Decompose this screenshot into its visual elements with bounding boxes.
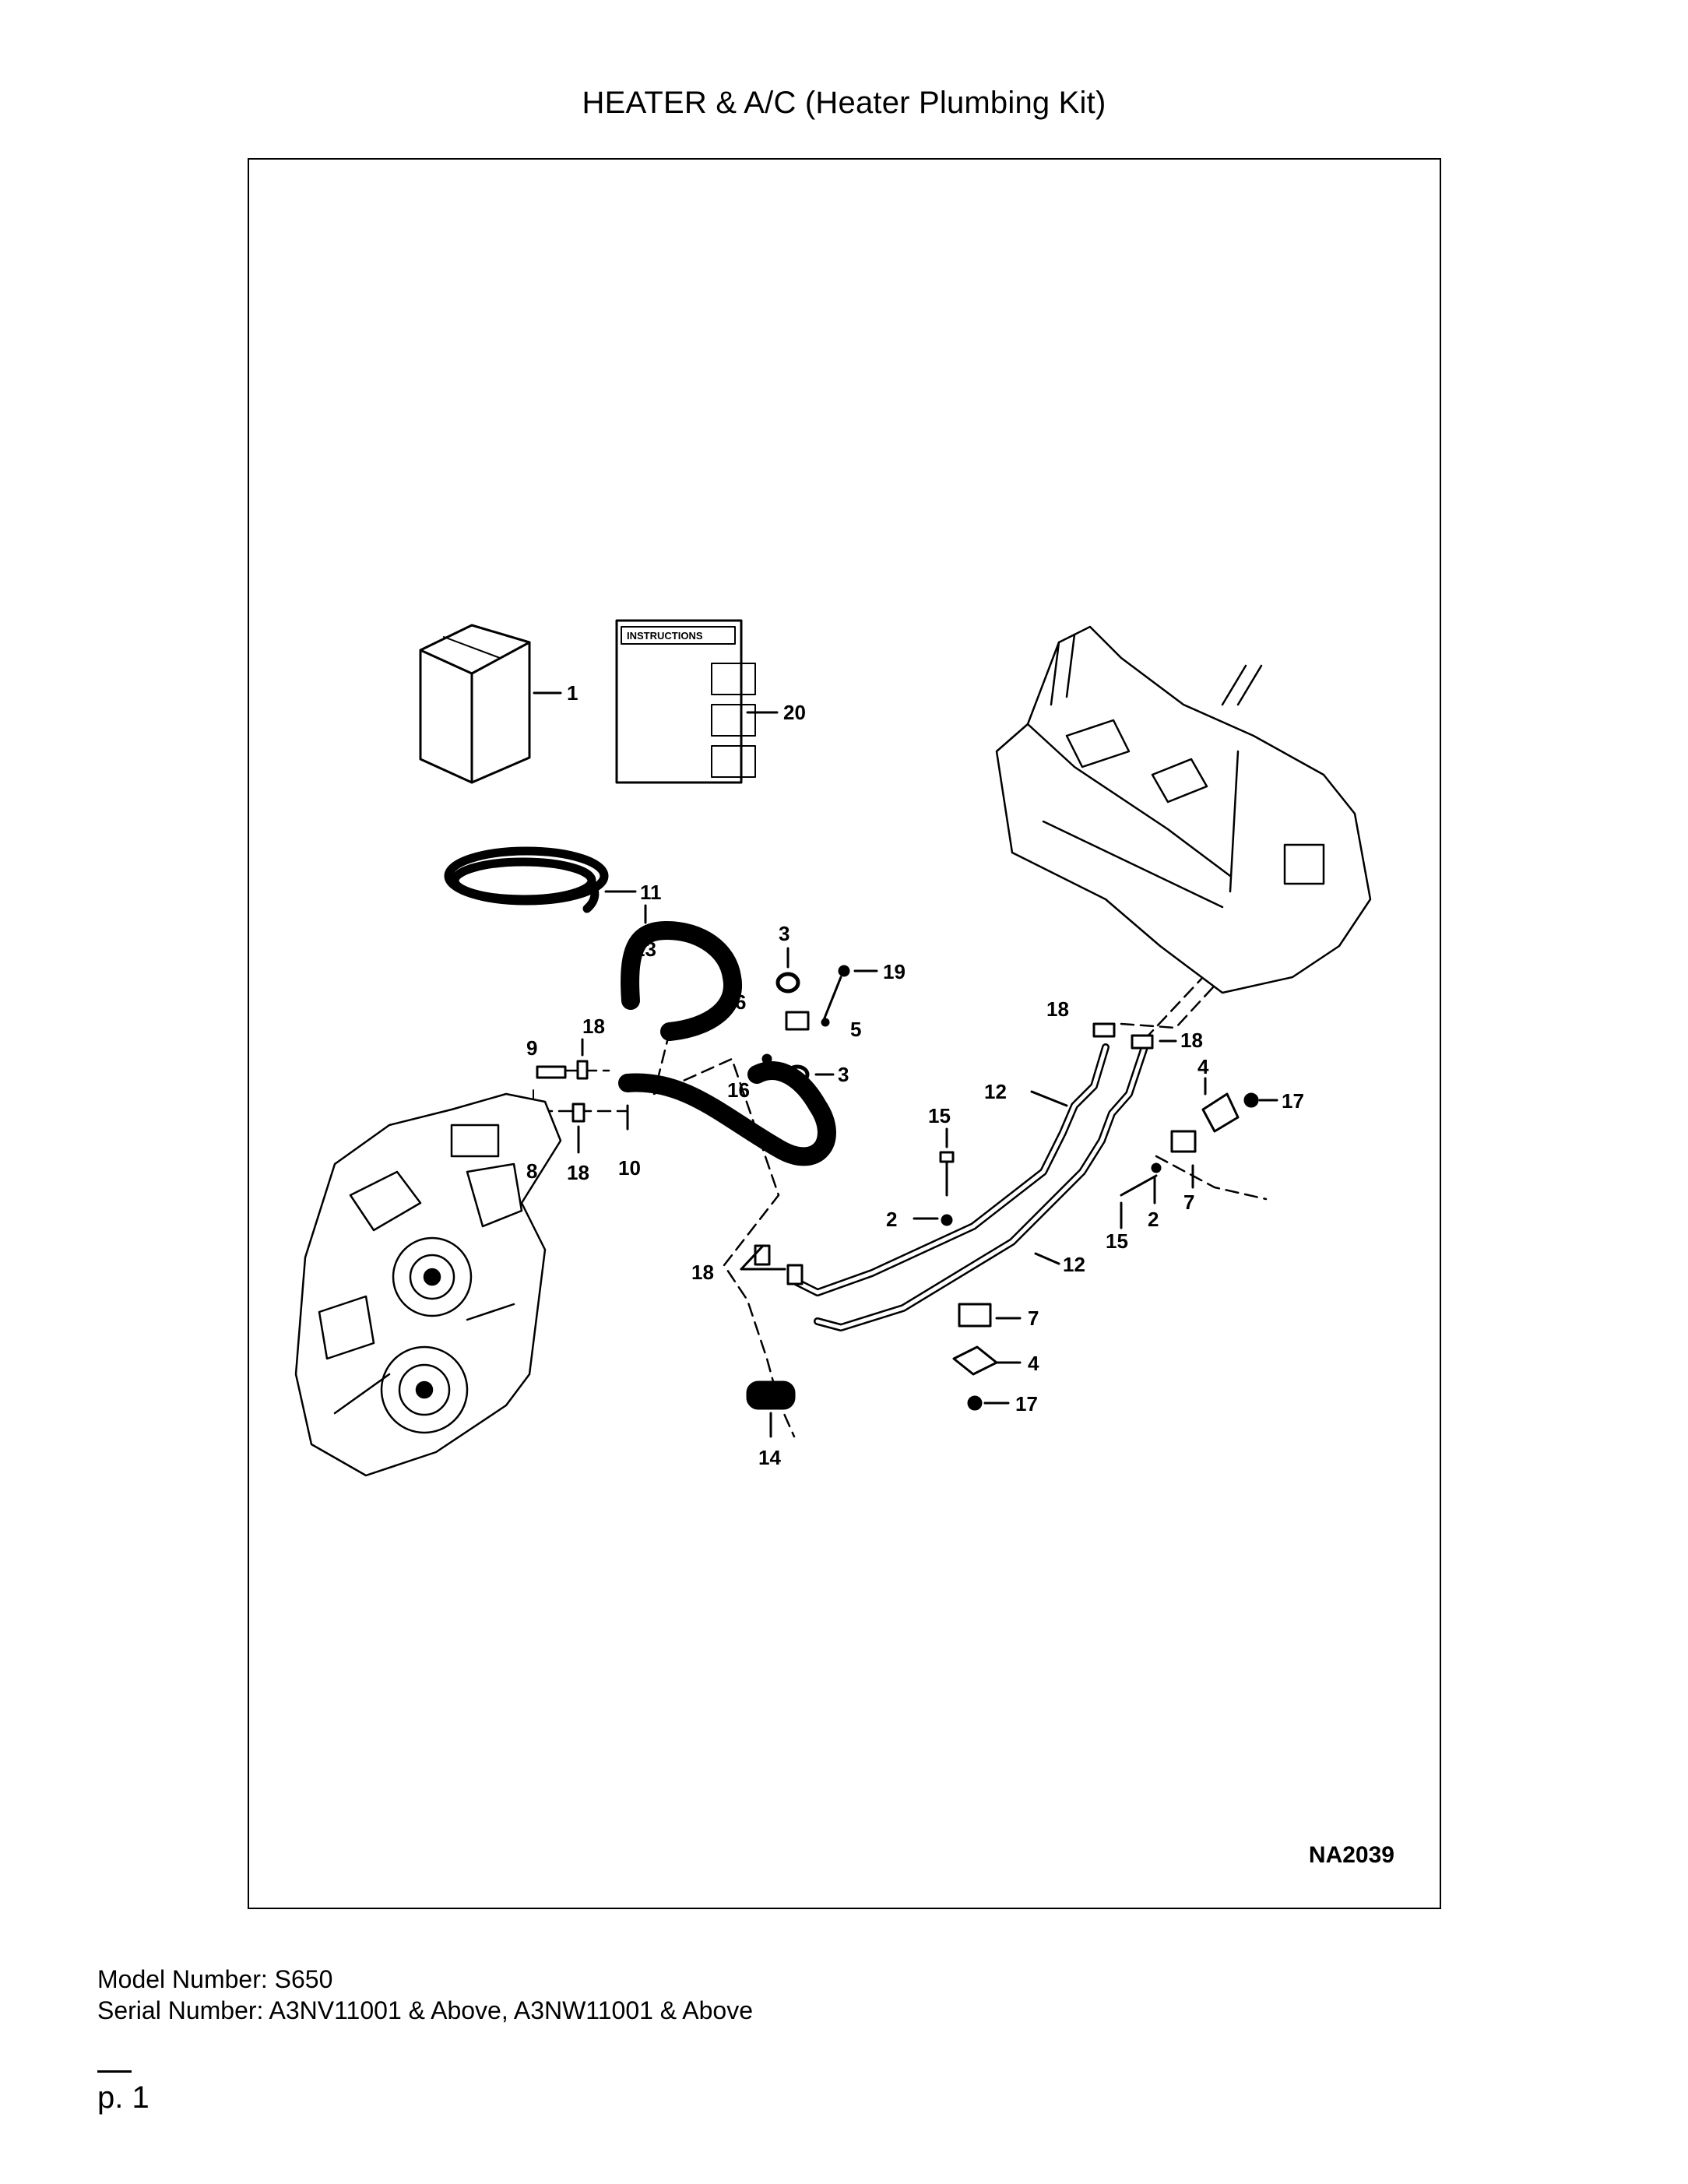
page-number: p. 1 [97, 2080, 149, 2115]
callout-13: 13 [634, 937, 656, 961]
callout-18-cab-right: 18 [1180, 1029, 1203, 1052]
callout-2-right: 2 [1148, 1208, 1159, 1231]
hose-clamp-engine-icon [576, 1060, 589, 1080]
callout-15-left: 15 [928, 1104, 951, 1127]
tube-clamp-icon [1170, 1130, 1197, 1153]
engine-block-icon [294, 1092, 562, 1477]
callout-labels: 1 20 11 13 3 19 6 5 3 9 18 16 18 18 4 17… [526, 681, 1304, 1469]
callout-20: 20 [783, 701, 806, 724]
page-title: HEATER & A/C (Heater Plumbing Kit) [582, 86, 1106, 120]
callout-7-lower: 7 [1028, 1307, 1039, 1330]
callout-18-engine-lower: 18 [567, 1161, 589, 1184]
coiled-hose-icon [444, 846, 609, 913]
grommet-icon [746, 1380, 796, 1410]
hose-fitting-icon [536, 1065, 567, 1079]
callout-18-cab-left: 18 [1046, 997, 1069, 1021]
bracket-clamp-icon [785, 1011, 810, 1031]
callout-3-upper: 3 [779, 922, 789, 945]
hose-clamp-upper-icon [775, 972, 800, 994]
instructions-label: INSTRUCTIONS [627, 630, 703, 642]
callout-12-upper: 12 [984, 1080, 1007, 1103]
callout-2-left: 2 [886, 1208, 897, 1231]
callout-4-lower: 4 [1028, 1352, 1039, 1375]
heater-hose-lower [618, 1061, 836, 1166]
bolt-icon [822, 965, 850, 1022]
diagram-frame: INSTRUCTIONS 1 20 11 13 3 19 6 5 3 9 18 … [248, 158, 1441, 1909]
washer-icon [821, 1018, 830, 1027]
callout-7-upper: 7 [1183, 1190, 1194, 1214]
instruction-sheet-icon [615, 619, 756, 784]
callout-8: 8 [526, 1159, 537, 1183]
serial-number: Serial Number: A3NV11001 & Above, A3NW11… [97, 1996, 753, 2024]
parts-diagram: INSTRUCTIONS 1 20 11 13 3 19 6 5 3 9 18 … [294, 619, 1372, 1477]
callout-6: 6 [735, 990, 746, 1014]
heater-tube-pair [790, 1043, 1148, 1331]
callout-17-lower: 17 [1015, 1392, 1038, 1416]
callout-4-upper: 4 [1197, 1055, 1209, 1078]
page-divider [97, 2070, 132, 2073]
callout-12-lower: 12 [1063, 1253, 1085, 1276]
callout-16: 16 [727, 1078, 750, 1102]
screw-lower-icon [939, 1151, 955, 1197]
kit-box-icon [419, 624, 531, 784]
model-number: Model Number: S650 [97, 1965, 333, 1993]
callout-3-lower: 3 [838, 1063, 849, 1086]
callout-5: 5 [850, 1018, 861, 1041]
callout-9: 9 [526, 1036, 537, 1060]
callout-18-engine-upper: 18 [582, 1015, 605, 1038]
hose-clamp-lower-icon [785, 1064, 810, 1085]
callout-14: 14 [758, 1446, 781, 1469]
callout-17-upper: 17 [1282, 1089, 1304, 1113]
callout-19: 19 [883, 960, 906, 983]
callout-18-hose: 18 [691, 1261, 714, 1284]
callout-10: 10 [618, 1156, 641, 1180]
callout-1: 1 [567, 681, 578, 705]
mounting-plate-icon [1201, 1092, 1240, 1133]
heater-housing-icon [995, 625, 1372, 994]
figure-id: NA2039 [1308, 1842, 1394, 1868]
callout-15-right: 15 [1106, 1229, 1128, 1253]
screw-icon [1120, 1174, 1158, 1197]
model-info: Model Number: S650 Serial Number: A3NV11… [97, 1964, 753, 2026]
callout-11: 11 [640, 881, 662, 904]
heater-hose-upper [621, 921, 743, 1041]
